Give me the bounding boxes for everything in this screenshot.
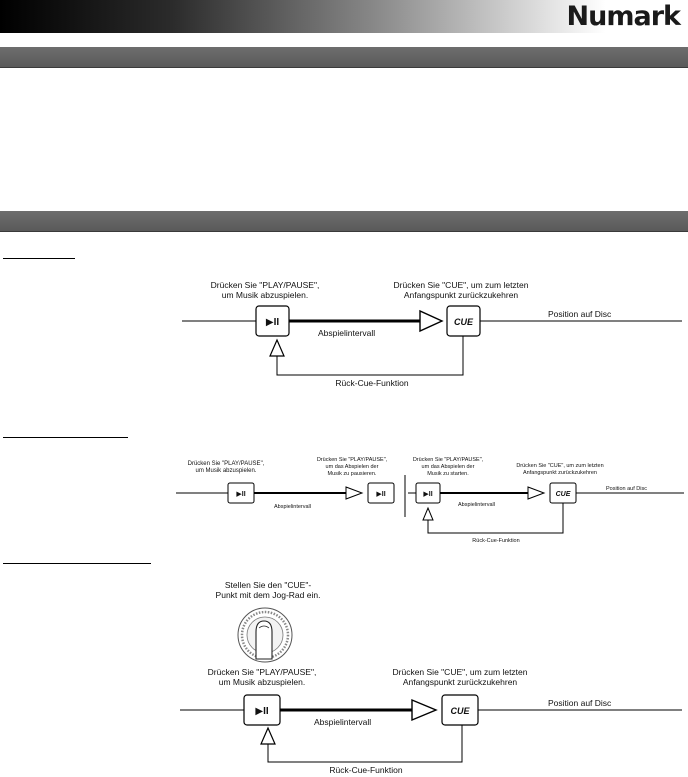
play-pause-icon-1: ▶II bbox=[236, 491, 245, 498]
subheading-underline-2 bbox=[3, 437, 128, 438]
back-cue-line-3 bbox=[267, 725, 463, 763]
cue3-caption-line2: Anfangspunkt zurückzukehren bbox=[403, 677, 518, 687]
back-cue-label-2: Rück-Cue-Funktion bbox=[472, 538, 519, 544]
cue-caption-line1: Drücken Sie "CUE", um zum letzten bbox=[394, 280, 529, 290]
arrow-head-icon bbox=[419, 309, 444, 333]
numark-logo: Numark bbox=[566, 1, 681, 32]
cue2-caption-line2: Anfangspunkt zurückzukehren bbox=[523, 470, 597, 476]
play-pause-icon: ▶II bbox=[266, 317, 279, 328]
play-pause-icon-jog: ▶II bbox=[255, 706, 268, 717]
pause-caption-line2: um das Abspielen der bbox=[326, 464, 379, 470]
cue2-caption-line1: Drücken Sie "CUE", um zum letzten bbox=[516, 463, 603, 469]
play1-caption-line2: um Musik abzuspielen. bbox=[195, 468, 256, 474]
cue3-caption-line1: Drücken Sie "CUE", um zum letzten bbox=[393, 667, 528, 677]
play-caption-line2: um Musik abzuspielen. bbox=[222, 290, 308, 300]
play-pause-icon-2: ▶II bbox=[376, 491, 385, 498]
back-cue-line-2 bbox=[427, 503, 564, 534]
play-pause-button-1[interactable]: ▶II bbox=[227, 482, 255, 504]
finger-icon bbox=[255, 620, 273, 660]
cue-button-label-2: CUE bbox=[556, 491, 571, 498]
play3-caption-line2: um Musik abzuspielen. bbox=[219, 677, 305, 687]
pause-caption-line3: Musik zu pausieren. bbox=[328, 471, 377, 477]
pause-caption-line1: Drücken Sie "PLAY/PAUSE", bbox=[317, 457, 388, 463]
back-cue-arrow-icon-2 bbox=[422, 506, 434, 521]
diagram-play-cue: Drücken Sie "PLAY/PAUSE", um Musik abzus… bbox=[182, 280, 682, 388]
subheading-underline-1 bbox=[3, 258, 75, 259]
arrow-head-icon-2 bbox=[527, 486, 546, 500]
subheading-underline-3 bbox=[3, 563, 151, 564]
play1-caption-line1: Drücken Sie "PLAY/PAUSE", bbox=[188, 461, 265, 467]
cue-button[interactable]: CUE bbox=[446, 305, 481, 337]
play-caption-line1: Drücken Sie "PLAY/PAUSE", bbox=[211, 280, 320, 290]
play-pause-icon-3: ▶II bbox=[423, 491, 432, 498]
header-banner: Numark bbox=[0, 0, 688, 33]
back-cue-arrow-icon bbox=[269, 338, 285, 357]
play-pause-button-2[interactable]: ▶II bbox=[367, 482, 395, 504]
interval-label: Abspielintervall bbox=[318, 328, 375, 338]
position-label: Position auf Disc bbox=[548, 309, 612, 319]
cue-caption-line2: Anfangspunkt zurückzukehren bbox=[404, 290, 519, 300]
arrow-head-icon-1 bbox=[345, 486, 364, 500]
diagram-pause-restart: Drücken Sie "PLAY/PAUSE", um Musik abzus… bbox=[176, 457, 684, 544]
interval-label-3: Abspielintervall bbox=[314, 717, 371, 727]
position-label-2: Position auf Disc bbox=[606, 486, 647, 492]
diagram-jog-cue: Stellen Sie den "CUE"- Punkt mit dem Jog… bbox=[180, 580, 682, 775]
cue-button-label-3: CUE bbox=[450, 706, 470, 716]
jog-caption-line1: Stellen Sie den "CUE"- bbox=[225, 580, 312, 590]
play-pause-button-3[interactable]: ▶II bbox=[415, 482, 441, 504]
cue-button-2[interactable]: CUE bbox=[549, 482, 577, 504]
back-cue-label: Rück-Cue-Funktion bbox=[335, 378, 408, 388]
cue-button-jog[interactable]: CUE bbox=[441, 694, 479, 726]
section-header-bar-1 bbox=[0, 47, 688, 68]
back-cue-arrow-icon-3 bbox=[260, 726, 276, 745]
play-pause-button-jog[interactable]: ▶II bbox=[243, 694, 281, 726]
back-cue-line bbox=[276, 336, 464, 376]
cue-button-label: CUE bbox=[454, 317, 474, 327]
section-header-bar-2 bbox=[0, 211, 688, 232]
restart-caption-line2: um das Abspielen der bbox=[422, 464, 475, 470]
back-cue-label-3: Rück-Cue-Funktion bbox=[329, 765, 402, 775]
jog-caption-line2: Punkt mit dem Jog-Rad ein. bbox=[216, 590, 321, 600]
position-label-3: Position auf Disc bbox=[548, 698, 612, 708]
play3-caption-line1: Drücken Sie "PLAY/PAUSE", bbox=[208, 667, 317, 677]
play-pause-button[interactable]: ▶II bbox=[255, 305, 290, 337]
interval-label-2a: Abspielintervall bbox=[274, 504, 311, 510]
restart-caption-line1: Drücken Sie "PLAY/PAUSE", bbox=[413, 457, 484, 463]
arrow-head-icon-3 bbox=[411, 698, 438, 722]
interval-label-2b: Abspielintervall bbox=[458, 502, 495, 508]
restart-caption-line3: Musik zu starten. bbox=[427, 471, 469, 477]
